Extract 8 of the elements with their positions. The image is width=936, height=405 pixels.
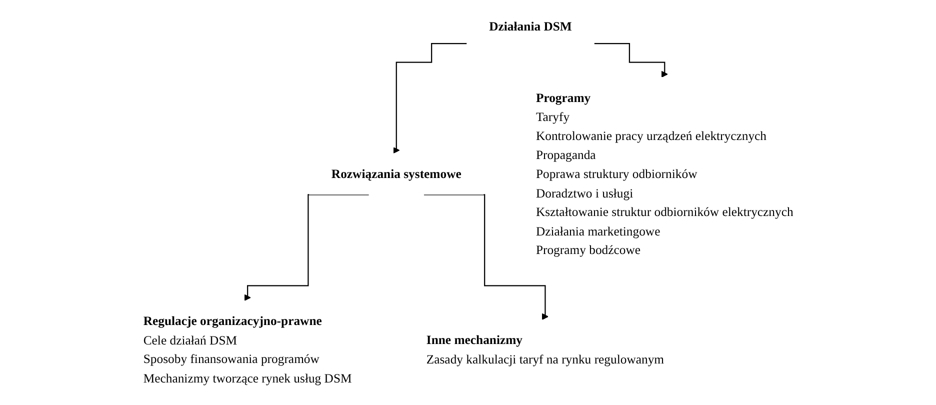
arrow (244, 194, 368, 301)
node-text: Programy Taryfy Kontrolowanie pracy urządzeń elektrycznych Propaganda Poprawa struktury odbiorników Doradztwo i usługi Kształtowanie struktur odbiorników elektrycznych Działania marketingowe Programy bodźcowe (536, 90, 793, 257)
node-text: Inne mechanizmy Zasady kalkulacji taryf na rynku regulowanym (426, 333, 664, 366)
node-text: Regulacje organizacyjno-prawne Cele działań DSM Sposoby finansowania programów Mechanizmy tworzące rynek usług DSM (143, 314, 352, 386)
node-text: Działania DSM (488, 19, 572, 34)
arrow (594, 43, 668, 78)
arrow (424, 194, 548, 320)
arrow (392, 43, 466, 154)
